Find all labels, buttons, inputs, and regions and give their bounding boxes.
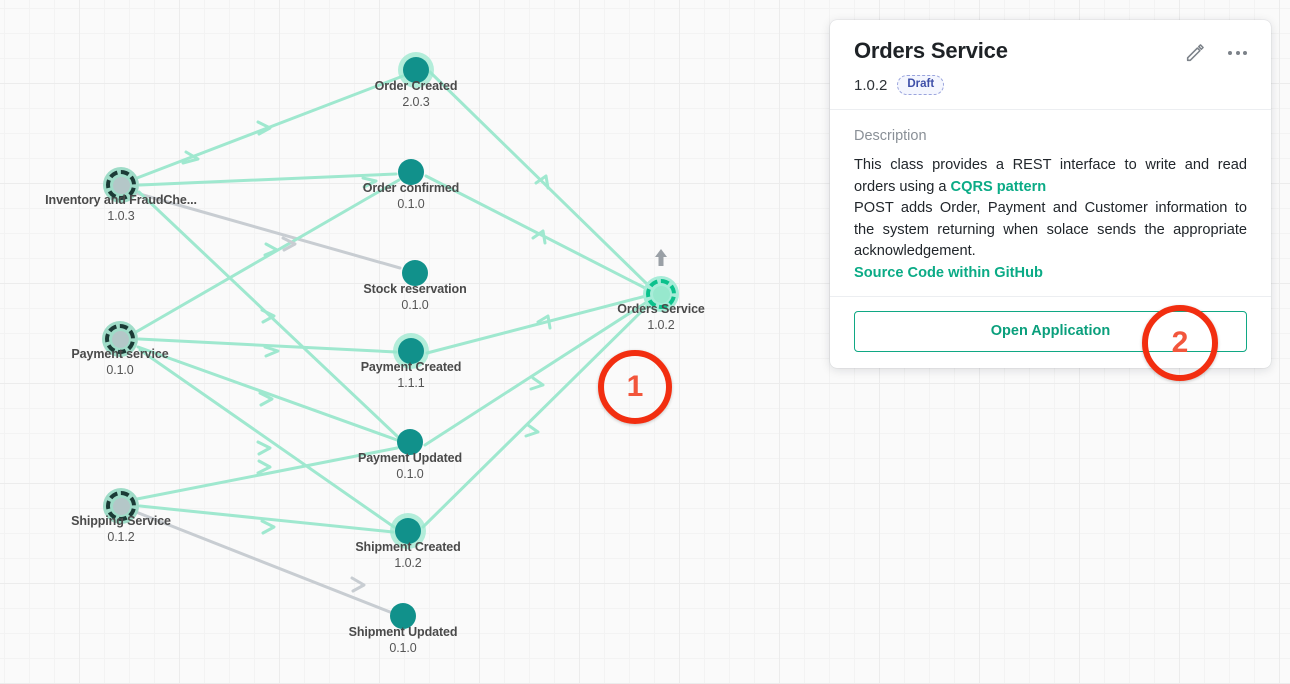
graph-node-event[interactable]: Payment Updated 0.1.0: [358, 429, 462, 481]
description-paragraph-1: This class provides a REST interface to …: [854, 155, 1247, 198]
application-node-ring[interactable]: [643, 276, 679, 312]
pencil-icon[interactable]: [1184, 42, 1206, 64]
node-version: 0.1.2: [107, 530, 135, 544]
dashed-ring-icon: [106, 491, 136, 521]
node-version: 0.1.0: [396, 467, 424, 481]
event-node-dot[interactable]: [397, 429, 423, 455]
graph-node-event[interactable]: Shipment Created 1.0.2: [355, 518, 461, 570]
description-paragraph-3: Source Code within GitHub: [854, 263, 1247, 285]
dashed-ring-icon: [106, 170, 136, 200]
status-badge: Draft: [897, 75, 945, 95]
panel-header: Orders Service 1.0.2 Draft: [830, 20, 1271, 110]
event-node-dot[interactable]: [395, 518, 421, 544]
node-label: Payment Created 1.1.1: [360, 360, 462, 390]
node-label: Payment Updated 0.1.0: [357, 451, 463, 481]
node-version: 1.0.2: [394, 556, 422, 570]
node-version: 0.1.0: [397, 197, 425, 211]
node-version: 1.0.2: [647, 318, 675, 332]
graph-node-event[interactable]: Order confirmed 0.1.0: [363, 159, 459, 211]
node-version: 0.1.0: [106, 363, 134, 377]
graph-node-application[interactable]: Shipping Service 0.1.2: [71, 488, 171, 544]
node-label: Order Created 2.0.3: [374, 79, 458, 109]
node-label: Shipment Created 1.0.2: [355, 540, 461, 570]
description-paragraph-2: POST adds Order, Payment and Customer in…: [854, 200, 1247, 259]
annotation-badge-2: 2: [1142, 305, 1218, 381]
graph-node-application-selected[interactable]: Orders Service 1.0.2: [617, 249, 705, 332]
node-label: Inventory and FraudChe... 1.0.3: [45, 193, 197, 223]
node-version: 1.1.1: [397, 376, 425, 390]
event-node-dot[interactable]: [390, 603, 416, 629]
graph-node-application[interactable]: Payment service 0.1.0: [71, 321, 169, 377]
graph-node-application[interactable]: Inventory and FraudChe... 1.0.3: [45, 167, 197, 223]
node-label: Stock reservation 0.1.0: [363, 282, 467, 312]
node-label: Payment service 0.1.0: [71, 347, 169, 377]
annotation-badge-1: 1: [598, 350, 672, 424]
cqrs-pattern-link[interactable]: CQRS pattern: [950, 178, 1047, 195]
application-detail-panel: Orders Service 1.0.2 Draft Description T…: [830, 20, 1271, 368]
node-label: Orders Service 1.0.2: [617, 302, 705, 332]
description-text-pre: This class provides a REST interface to …: [854, 157, 1247, 195]
node-version: 0.1.0: [389, 641, 417, 655]
node-version: 1.0.3: [107, 209, 135, 223]
application-node-ring[interactable]: [102, 321, 138, 357]
panel-title: Orders Service: [854, 38, 1008, 63]
ellipsis-icon[interactable]: [1228, 51, 1247, 55]
dashed-ring-icon: [646, 279, 676, 309]
graph-node-event[interactable]: Order Created 2.0.3: [375, 57, 457, 109]
graph-node-event[interactable]: Shipment Updated 0.1.0: [349, 603, 458, 655]
node-label: Shipment Updated 0.1.0: [348, 625, 458, 655]
source-code-link[interactable]: Source Code within GitHub: [854, 264, 1043, 281]
up-arrow-icon: [655, 249, 667, 266]
application-node-ring[interactable]: [103, 488, 139, 524]
graph-node-event[interactable]: Payment Created 1.1.1: [361, 338, 461, 390]
event-node-dot[interactable]: [398, 338, 424, 364]
event-node-dot[interactable]: [403, 57, 429, 83]
node-version: 2.0.3: [402, 95, 430, 109]
node-label: Shipping Service 0.1.2: [71, 514, 171, 544]
panel-body: Description This class provides a REST i…: [830, 110, 1271, 297]
dashed-ring-icon: [105, 324, 135, 354]
node-version: 0.1.0: [401, 298, 429, 312]
application-node-ring[interactable]: [103, 167, 139, 203]
event-node-dot[interactable]: [402, 260, 428, 286]
graph-node-event[interactable]: Stock reservation 0.1.0: [363, 260, 467, 312]
panel-version: 1.0.2: [854, 76, 888, 94]
event-node-dot[interactable]: [398, 159, 424, 185]
description-label: Description: [854, 128, 927, 144]
node-label: Order confirmed 0.1.0: [362, 181, 460, 211]
